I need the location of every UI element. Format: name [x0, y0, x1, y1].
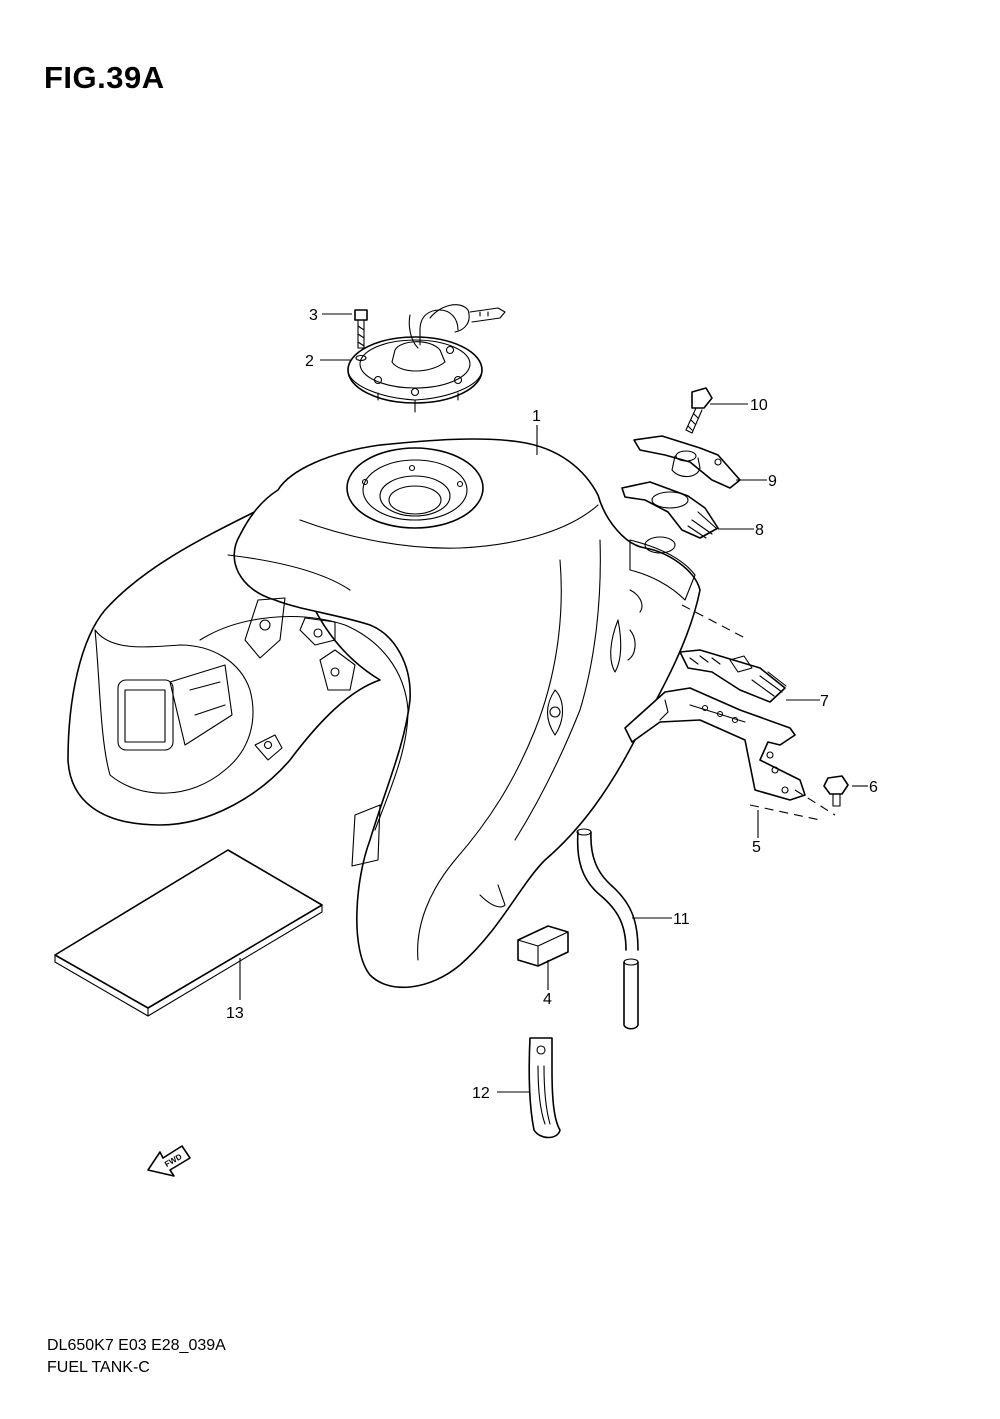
tank-bracket[interactable] [624, 687, 806, 801]
callout-12: 12 [472, 1085, 490, 1102]
sheet-pad[interactable] [54, 849, 323, 1017]
fuel-cap-assembly[interactable] [347, 304, 506, 413]
callout-7: 7 [820, 693, 829, 710]
fwd-arrow: FWD [147, 1145, 191, 1177]
rubber-cushion[interactable] [679, 649, 787, 703]
callout-4: 4 [543, 991, 552, 1008]
block-cushion[interactable] [517, 925, 569, 967]
diagram-code: DL650K7 E03 E28_039A [47, 1337, 226, 1354]
callout-13: 13 [226, 1005, 244, 1022]
callout-8: 8 [755, 522, 764, 539]
screw[interactable] [354, 309, 368, 362]
callout-numbers: 1 2 3 4 5 6 7 8 9 10 11 12 13 [226, 307, 878, 1102]
cushion[interactable] [621, 481, 719, 539]
callout-1: 1 [532, 408, 541, 425]
fuel-tank[interactable] [67, 438, 701, 989]
leader-lines [239, 313, 868, 1093]
callout-9: 9 [768, 473, 777, 490]
diagram-caption: FUEL TANK-C [47, 1359, 150, 1376]
callout-10: 10 [750, 397, 768, 414]
callout-5: 5 [752, 839, 761, 856]
callout-6: 6 [869, 779, 878, 796]
bolt-6[interactable] [823, 775, 849, 807]
bracket-plate[interactable] [633, 435, 741, 489]
callout-2: 2 [305, 353, 314, 370]
band[interactable] [528, 1037, 561, 1139]
bolt[interactable] [685, 387, 713, 434]
callout-3: 3 [309, 307, 318, 324]
figure-title: FIG.39A [44, 60, 165, 95]
hose[interactable] [576, 828, 639, 1030]
footer: DL650K7 E03 E28_039A FUEL TANK-C [47, 1335, 226, 1379]
callout-11: 11 [673, 911, 690, 928]
